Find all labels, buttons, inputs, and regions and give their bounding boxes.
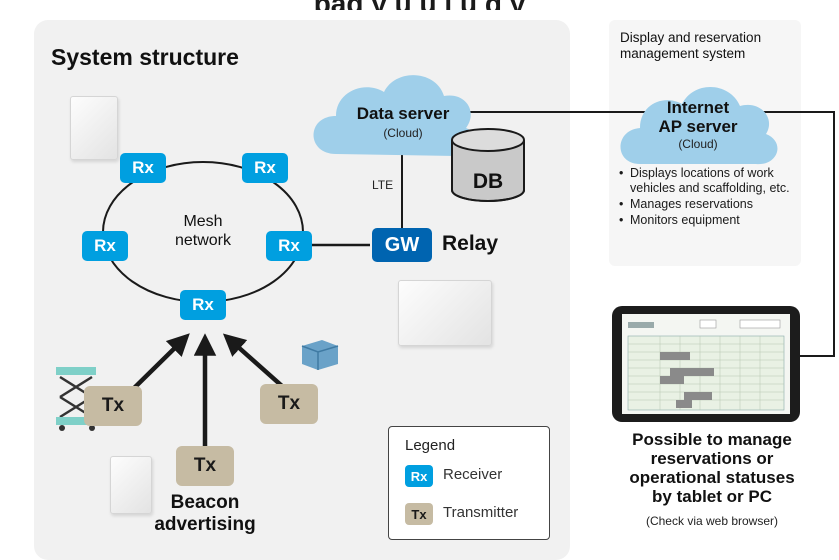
server-line2: AP server bbox=[658, 117, 738, 136]
tablet-device bbox=[612, 306, 800, 422]
arrow-tx-right bbox=[222, 333, 284, 388]
management-title-line2: management system bbox=[620, 46, 746, 61]
caption-line4: by tablet or PC bbox=[652, 487, 772, 506]
management-system-title: Display and reservation management syste… bbox=[620, 30, 800, 62]
system-structure-title: System structure bbox=[51, 44, 239, 70]
tablet-caption: Possible to manage reservations or opera… bbox=[592, 430, 832, 506]
rx-badge: Rx bbox=[242, 153, 288, 183]
rx-badge: Rx bbox=[266, 231, 312, 261]
db-cylinder bbox=[451, 128, 525, 202]
receiver-device-image bbox=[70, 96, 118, 160]
beacon-line1: Beacon bbox=[170, 492, 240, 513]
server-sub: (Cloud) bbox=[678, 137, 718, 151]
internet-server-cloud bbox=[620, 86, 778, 165]
mesh-label-line2: network bbox=[174, 232, 232, 249]
db-label: DB bbox=[472, 170, 504, 193]
tx-badge: Tx bbox=[176, 446, 234, 486]
beacon-line2: advertising bbox=[154, 514, 256, 535]
gateway-badge: GW bbox=[372, 228, 432, 262]
tx-badge: Tx bbox=[260, 384, 318, 424]
tx-badge: Tx bbox=[84, 386, 142, 426]
legend-tx-badge: Tx bbox=[405, 503, 433, 525]
caption-line1: Possible to manage bbox=[632, 430, 792, 449]
rx-badge: Rx bbox=[120, 153, 166, 183]
scaffold-image bbox=[301, 340, 339, 370]
relay-device-image bbox=[398, 280, 492, 346]
mesh-label-line1: Mesh bbox=[183, 213, 223, 230]
internet-server-label: Internet AP server (Cloud) bbox=[624, 98, 772, 151]
legend-title: Legend bbox=[405, 437, 456, 454]
server-line1: Internet bbox=[666, 98, 730, 117]
management-title-line1: Display and reservation bbox=[620, 30, 762, 45]
list-item: Displays locations of work vehicles and … bbox=[618, 166, 804, 196]
list-item: Manages reservations bbox=[618, 197, 804, 212]
beacon-advertising-label: Beacon advertising bbox=[150, 492, 260, 536]
legend-tx-text: Transmitter bbox=[443, 504, 519, 521]
rx-badge: Rx bbox=[180, 290, 226, 320]
relay-label: Relay bbox=[442, 232, 499, 255]
legend-rx-text: Receiver bbox=[443, 466, 503, 483]
caption-line2: reservations or bbox=[650, 449, 774, 468]
beacon-device-image bbox=[110, 456, 152, 514]
caption-line3: operational statuses bbox=[629, 468, 795, 487]
legend-rx-badge: Rx bbox=[405, 465, 433, 487]
tablet-caption-sub: (Check via web browser) bbox=[645, 514, 779, 528]
page-heading-fragment: paq y u u l u q y bbox=[0, 0, 839, 10]
data-server-subtitle: (Cloud) bbox=[383, 126, 423, 140]
arrow-tx-left bbox=[126, 333, 190, 396]
legend-box: Legend Rx Receiver Tx Transmitter bbox=[388, 426, 550, 540]
data-server-title: Data server bbox=[356, 104, 450, 123]
list-item: Monitors equipment bbox=[618, 213, 804, 228]
data-server-cloud bbox=[313, 75, 478, 157]
mesh-network-label: Mesh network bbox=[150, 212, 256, 250]
data-server-label: Data server (Cloud) bbox=[330, 104, 476, 140]
rx-badge: Rx bbox=[82, 231, 128, 261]
lte-label: LTE bbox=[372, 178, 394, 192]
scissor-lift-image bbox=[56, 367, 98, 431]
management-features-list: Displays locations of work vehicles and … bbox=[618, 166, 804, 229]
